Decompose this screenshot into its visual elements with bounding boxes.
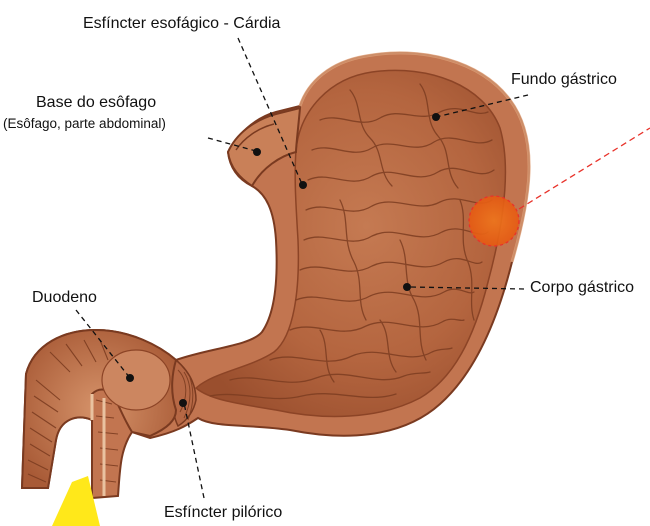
dot-fundo-gastrico [432,113,440,121]
label-base-esofago: Base do esôfago [36,95,156,111]
label-duodeno: Duodeno [32,290,97,306]
dot-duodeno [126,374,134,382]
label-fundo-gastrico: Fundo gástrico [511,72,617,88]
dot-cardia [299,181,307,189]
dot-corpo-gastrico [403,283,411,291]
duodenal-bulb [102,350,170,410]
label-base-esofago-sub: (Esôfago, parte abdominal) [3,117,166,131]
label-esfincter-pilorico: Esfíncter pilórico [164,505,282,521]
dot-base-esofago [253,148,261,156]
dot-piloro [179,399,187,407]
highlight-leader-line [519,128,650,209]
label-corpo-gastrico: Corpo gástrico [530,280,634,296]
label-esfincter-esofagico: Esfíncter esofágico - Cárdia [83,16,280,32]
